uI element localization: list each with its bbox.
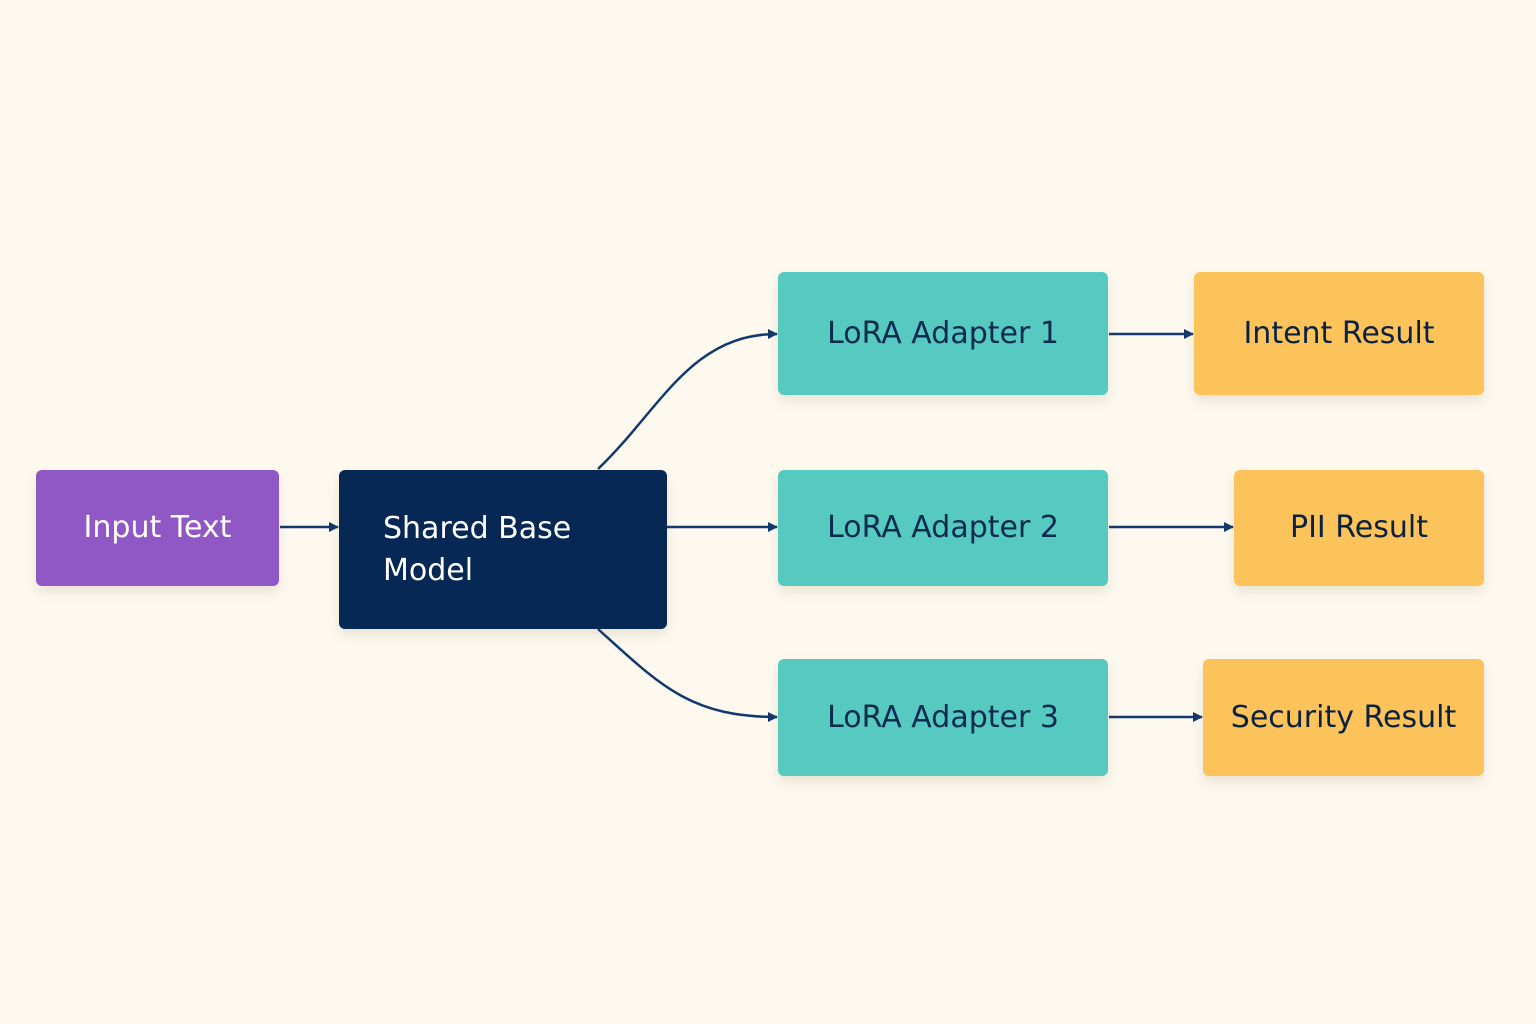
pii-result-node: PII Result [1234, 470, 1484, 586]
lora-adapter-3-node: LoRA Adapter 3 [778, 659, 1108, 776]
lora-adapter-2-label: LoRA Adapter 2 [827, 510, 1059, 545]
shared-base-model-label: Shared Base Model [383, 510, 572, 588]
lora-adapter-1-label: LoRA Adapter 1 [827, 315, 1059, 351]
intent-result-label: Intent Result [1243, 315, 1435, 351]
lora-adapter-1-node: LoRA Adapter 1 [778, 272, 1108, 395]
edge-base-to-adapter-1 [597, 329, 778, 470]
security-result-node: Security Result [1203, 659, 1484, 776]
lora-adapter-2-node: LoRA Adapter 2 [778, 470, 1108, 586]
shared-base-model-node: Shared Base Model [339, 470, 667, 629]
input-text-label: Input Text [83, 510, 232, 545]
security-result-label: Security Result [1230, 699, 1457, 735]
intent-result-node: Intent Result [1194, 272, 1484, 395]
lora-adapter-3-label: LoRA Adapter 3 [827, 699, 1059, 735]
edge-base-to-adapter-3 [597, 628, 778, 722]
input-text-node: Input Text [36, 470, 279, 586]
pii-result-label: PII Result [1289, 510, 1429, 545]
